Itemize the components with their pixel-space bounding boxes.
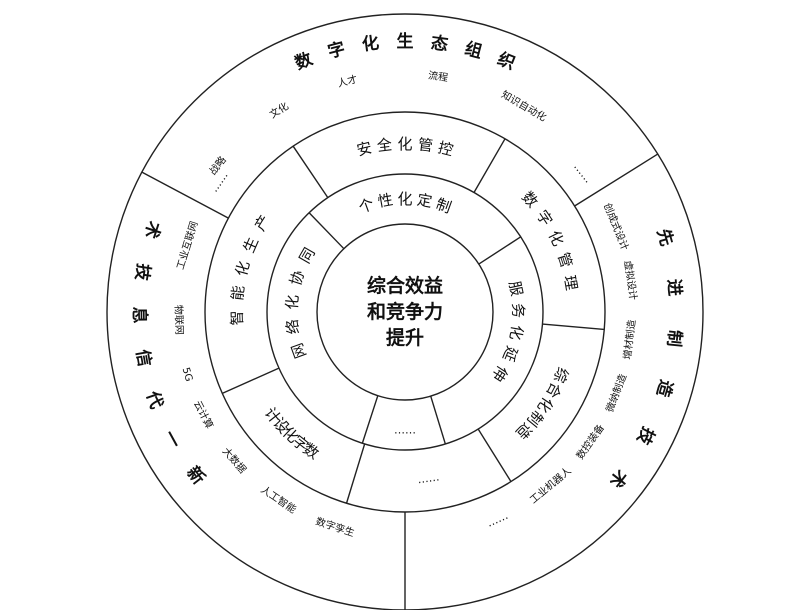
inner-ring-label: 网 <box>288 341 310 361</box>
inner-ring-label: 延 <box>499 344 521 365</box>
mfg-item: 微纳制造 <box>603 372 629 414</box>
inner-ring-label: 务 <box>509 303 527 318</box>
sector-title-org: 组 <box>463 38 485 63</box>
sector-title-ict: 新 <box>182 462 209 488</box>
sector-title-org: 字 <box>326 38 348 63</box>
middle-ring-divider <box>477 428 512 482</box>
sector-title-ict: 信 <box>132 348 156 368</box>
sector-title-org: 化 <box>361 32 381 55</box>
middle-ring-label: 字 <box>533 207 556 230</box>
ict-item: 人工智能 <box>258 483 298 516</box>
sector-title-ict: 技 <box>131 262 154 283</box>
sector-title-ict: 代 <box>141 387 167 411</box>
org-item: 人才 <box>336 72 359 89</box>
center-line-1: 综合效益 <box>367 274 443 297</box>
org-item: 流程 <box>427 68 449 84</box>
sector-title-ict: 一 <box>159 427 185 452</box>
sector-title-ict: 术 <box>140 219 165 242</box>
mfg-item: 数控装备 <box>573 422 607 462</box>
sector-title-mfg: 造 <box>652 377 676 400</box>
ict-item: 大数据 <box>220 445 249 476</box>
ict-item: 工业互联网 <box>174 220 200 271</box>
inner-ring-label: 协 <box>286 268 308 288</box>
inner-ring-label: 化 <box>283 294 302 311</box>
center-line-3: 提升 <box>386 326 424 349</box>
middle-ring-label: 智 <box>228 310 247 326</box>
sector-title-org: 态 <box>430 32 450 55</box>
sector-title-mfg: 制 <box>663 329 686 348</box>
outer-ring-circle <box>106 13 704 610</box>
sector-title-mfg: 进 <box>663 278 684 297</box>
inner-ring-label: 服 <box>505 279 526 297</box>
sector-title-org: 生 <box>397 31 414 52</box>
middle-ring-divider <box>473 138 506 193</box>
inner-ring-divider <box>478 236 522 265</box>
outer-sector-divider <box>574 153 659 207</box>
middle-ring-divider <box>222 367 280 394</box>
middle-ring-divider <box>345 443 366 504</box>
inner-ring-label: 化 <box>506 324 526 342</box>
ict-item: 5G <box>180 366 194 383</box>
inner-ring-dots: …… <box>394 424 416 437</box>
middle-ring-divider <box>292 145 329 198</box>
sector-title-org: 数 <box>292 48 317 74</box>
inner-ring-label: 制 <box>434 195 454 217</box>
middle-ring-label: 化 <box>545 228 568 249</box>
sector-title-mfg: 术 <box>605 465 632 491</box>
inner-ring-divider <box>430 395 447 445</box>
middle-ring-label: 合 <box>542 379 565 401</box>
middle-ring-label: 化 <box>232 259 253 278</box>
middle-ring-label: 数 <box>518 188 541 211</box>
inner-ring-label: 性 <box>376 191 394 211</box>
inner-ring-label: 伸 <box>488 362 511 384</box>
mfg-item: 工业机器人 <box>527 464 574 506</box>
middle-ring-label: 管 <box>417 135 434 155</box>
middle-ring-divider <box>542 323 605 331</box>
sector-title-mfg: 技 <box>632 423 659 449</box>
middle-ring-label: 综 <box>550 365 572 386</box>
ict-item: 云计算 <box>191 398 216 431</box>
middle-ring-label: 能 <box>228 285 248 302</box>
mfg-item: 创成式设计 <box>601 201 632 252</box>
inner-ring-label: 个 <box>356 195 376 217</box>
mfg-item: 虚拟设计 <box>622 260 640 301</box>
middle-ring-label: 生 <box>240 235 262 256</box>
middle-ring-label: 安 <box>355 138 374 159</box>
middle-ring-label: 控 <box>436 138 455 159</box>
sector-title-ict: 息 <box>129 306 150 323</box>
inner-ring-divider <box>308 212 345 250</box>
middle-ring-label: 产 <box>251 212 274 234</box>
inner-ring-label: 定 <box>416 191 434 211</box>
core-ring-circle <box>316 223 494 401</box>
org-item: …… <box>571 160 595 185</box>
inner-ring-divider <box>361 395 379 444</box>
inner-ring-circle <box>266 173 544 451</box>
middle-ring-dots: …… <box>417 470 441 486</box>
center-line-2: 和竞争力 <box>367 300 443 323</box>
mfg-item: …… <box>485 509 510 530</box>
sector-title-mfg: 先 <box>653 226 678 248</box>
middle-ring-label: 理 <box>560 274 580 292</box>
middle-ring-label: 管 <box>554 250 576 270</box>
ict-item: 数字孪生 <box>314 515 356 540</box>
inner-ring-label: 络 <box>283 318 303 335</box>
middle-ring-label: 全 <box>376 135 393 155</box>
inner-ring-label: 化 <box>397 190 412 208</box>
outer-sector-divider <box>141 171 229 219</box>
mfg-item: 增材制造 <box>620 319 638 360</box>
org-item: 知识自动化 <box>499 88 549 124</box>
sector-title-org: 织 <box>495 48 519 74</box>
inner-ring-label: 同 <box>296 244 319 266</box>
middle-ring-label: 化 <box>397 135 412 153</box>
ict-item: 物联网 <box>172 305 186 335</box>
org-item: 文化 <box>267 99 291 121</box>
